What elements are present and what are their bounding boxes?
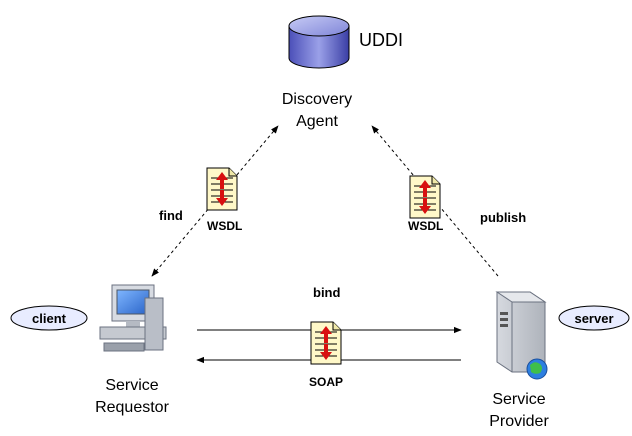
client-tag: client xyxy=(10,305,88,331)
server-tag-text: server xyxy=(574,311,613,326)
publish-document-icon xyxy=(409,175,441,219)
bind-label: bind xyxy=(313,285,340,300)
publish-doc-label: WSDL xyxy=(408,219,443,233)
find-label: find xyxy=(159,208,183,223)
find-doc-label: WSDL xyxy=(207,219,242,233)
server-tag: server xyxy=(558,305,630,331)
requestor-title-line2: Requestor xyxy=(95,399,169,416)
server-icon xyxy=(495,291,548,380)
database-icon xyxy=(288,15,350,69)
client-tag-text: client xyxy=(32,311,67,326)
registry-title-line1: Discovery xyxy=(282,91,352,108)
bind-document-icon xyxy=(310,321,342,365)
find-document-icon xyxy=(206,167,238,211)
requestor-title-line1: Service xyxy=(105,377,158,394)
provider-title-line2: Provider xyxy=(489,413,549,430)
uddi-badge: UDDI xyxy=(359,30,403,50)
provider-title-line1: Service xyxy=(492,391,545,408)
workstation-icon xyxy=(99,284,167,352)
registry-title-line2: Agent xyxy=(296,113,338,130)
bind-doc-label: SOAP xyxy=(309,375,343,389)
publish-label: publish xyxy=(480,210,526,225)
